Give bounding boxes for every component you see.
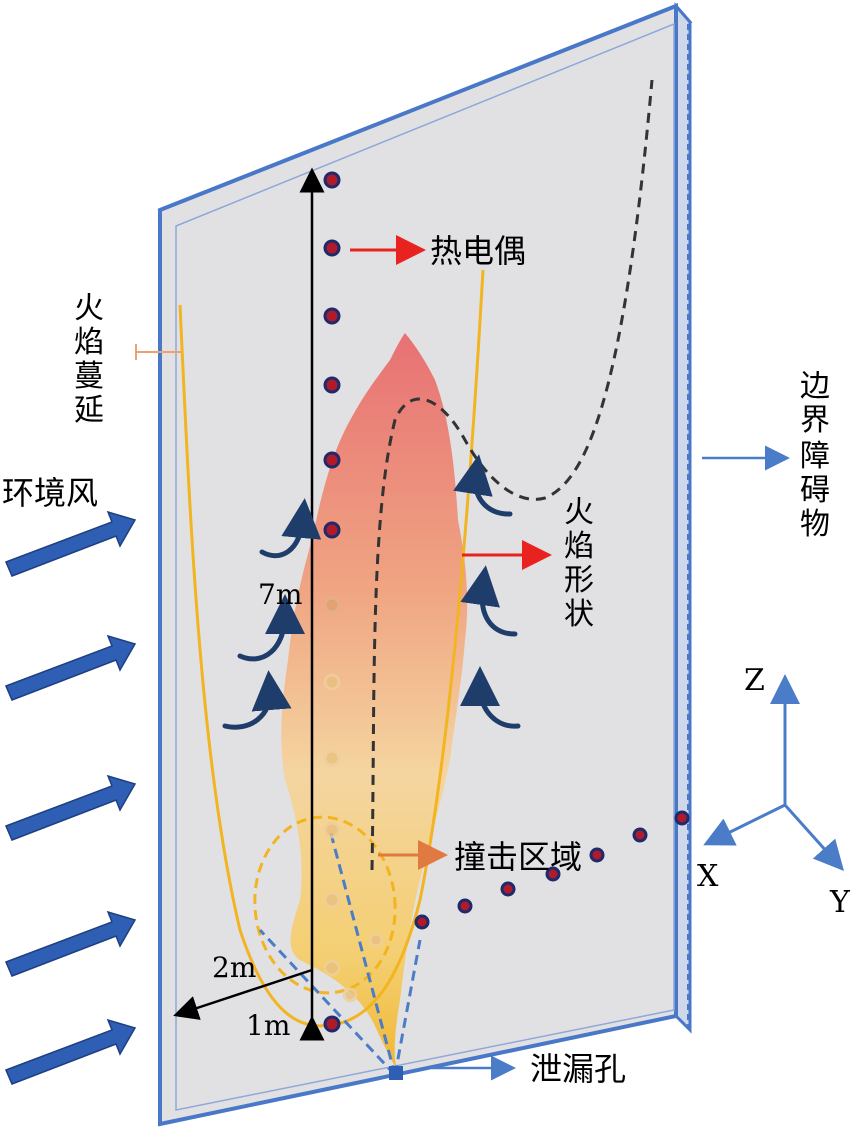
thermocouple-dot-icon	[457, 898, 473, 914]
thermocouple-dot-icon	[323, 239, 341, 257]
flame-body	[281, 333, 468, 1070]
distance-2m-label: 2m	[212, 951, 256, 984]
svg-text:蔓: 蔓	[74, 359, 104, 394]
vortex-arrow-icon	[237, 594, 305, 662]
boundary-obstacle-label: 边 界 障 碍 物	[800, 369, 830, 542]
axis-z-label: Z	[744, 663, 765, 698]
thermocouple-dot-icon	[589, 847, 605, 863]
thermocouple-dot-icon	[323, 376, 341, 394]
svg-text:火: 火	[74, 291, 104, 326]
svg-text:延: 延	[74, 393, 104, 428]
thermocouple-dot-icon	[545, 866, 561, 882]
coordinate-axes	[703, 674, 845, 871]
wind-arrow-icon	[5, 910, 137, 977]
height-7m-label: 7m	[258, 578, 302, 611]
thermocouple-dot-icon	[323, 521, 341, 539]
thermocouple-row	[342, 810, 690, 1003]
thermocouple-dot-icon	[323, 1015, 341, 1033]
svg-text:障: 障	[800, 439, 830, 474]
wind-arrow-icon	[5, 774, 137, 841]
thermocouple-dot-icon	[414, 914, 430, 930]
thermocouple-label: 热电偶	[430, 232, 526, 270]
svg-text:形: 形	[564, 563, 594, 598]
distance-2m-arrow	[173, 968, 313, 1020]
distance-1m-label: 1m	[246, 1009, 290, 1042]
svg-text:状: 状	[564, 597, 594, 632]
thermocouple-dot-icon	[500, 881, 516, 897]
flame-spread-line-right	[329, 269, 485, 1027]
wind-arrows	[5, 510, 137, 1085]
flame-spread-label: 火 焰 蔓 延	[74, 291, 104, 428]
plate-inner-face	[175, 22, 675, 1111]
vortex-arrow-icon	[460, 666, 521, 729]
thermocouple-dot-icon	[368, 932, 384, 948]
thermocouple-dot-icon	[323, 451, 341, 469]
impact-zone-label: 撞击区域	[454, 838, 582, 876]
vortex-arrow-icon	[259, 498, 322, 559]
vortex-arrow-icon	[222, 670, 292, 730]
axis-x-label: X	[697, 859, 719, 894]
svg-text:焰: 焰	[564, 529, 594, 564]
vortex-arrow-icon	[460, 565, 518, 637]
leak-cone	[258, 829, 422, 1077]
ambient-wind-label: 环境风	[2, 474, 98, 512]
svg-text:界: 界	[800, 403, 830, 438]
leak-hole-label: 泄漏孔	[530, 1050, 626, 1088]
wind-arrow-icon	[5, 634, 137, 701]
thermocouple-dot-icon	[323, 596, 341, 614]
svg-text:火: 火	[564, 495, 594, 530]
flame-spread-pointer	[135, 344, 182, 360]
vortex-arrows	[222, 454, 521, 730]
svg-text:碍: 碍	[800, 473, 830, 508]
svg-text:边: 边	[800, 369, 830, 404]
thermocouple-dot-icon	[323, 821, 341, 839]
thermocouple-dot-icon	[632, 827, 648, 843]
thermocouple-dot-icon	[323, 749, 341, 767]
thermocouple-dot-icon	[323, 673, 341, 691]
svg-text:焰: 焰	[74, 325, 104, 360]
thermocouple-dot-icon	[323, 307, 341, 325]
flame-shape-label: 火 焰 形 状	[564, 495, 594, 632]
svg-text:物: 物	[800, 507, 830, 542]
thermocouple-dot-icon	[323, 891, 341, 909]
thermocouple-dot-icon	[323, 959, 341, 977]
wind-arrow-icon	[5, 1018, 137, 1085]
thermocouple-column	[323, 171, 341, 1033]
axis-arrow-icon	[783, 803, 845, 871]
thermocouple-dot-icon	[674, 810, 690, 826]
axis-y-label: Y	[829, 885, 851, 920]
leak-hole-marker	[389, 1066, 403, 1080]
thermocouple-dot-icon	[323, 171, 341, 189]
flame-shape-curve	[370, 79, 654, 871]
flame-spread-line-left	[178, 304, 331, 1028]
vortex-arrow-icon	[453, 454, 513, 517]
axis-arrow-icon	[703, 803, 786, 846]
thermocouple-dot-icon	[342, 987, 358, 1003]
wind-arrow-icon	[5, 510, 137, 577]
